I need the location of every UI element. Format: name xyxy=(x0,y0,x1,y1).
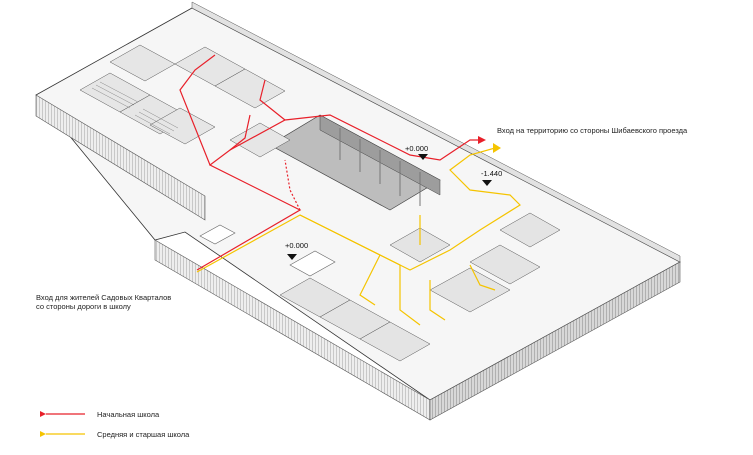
rooms-north-wing xyxy=(79,44,291,158)
atrium-columns xyxy=(339,128,421,206)
secondary-entrance-arrow xyxy=(493,143,501,153)
legend-primary-label: Начальная школа xyxy=(97,410,160,419)
level-marker-left xyxy=(287,254,297,260)
entrance-west-label-line2: со стороны дороги в школу xyxy=(36,302,131,311)
primary-entrance-arrow xyxy=(478,136,486,144)
legend-primary-arrow xyxy=(40,411,46,417)
courtyard-left xyxy=(199,224,236,245)
entrance-west-label-line1: Вход для жителей Садовых Кварталов xyxy=(36,293,172,302)
level-lower-left: +0.000 xyxy=(285,241,308,250)
level-marker-upper xyxy=(418,154,428,160)
facade-north xyxy=(191,1,681,263)
level-marker-right xyxy=(482,180,492,186)
facade-east xyxy=(429,261,681,421)
legend-secondary-label: Средняя и старшая школа xyxy=(97,430,190,439)
facade-south-west xyxy=(35,94,206,221)
entrance-east-label: Вход на территорию со стороны Шибаевског… xyxy=(497,126,688,135)
level-upper: +0.000 xyxy=(405,144,428,153)
legend-secondary-arrow xyxy=(40,431,46,437)
route-primary-school xyxy=(179,54,482,271)
route-secondary-school xyxy=(196,147,521,326)
level-lower-right: -1.440 xyxy=(481,169,502,178)
courtyard-mid xyxy=(289,250,336,277)
seating-hatch xyxy=(91,81,179,135)
